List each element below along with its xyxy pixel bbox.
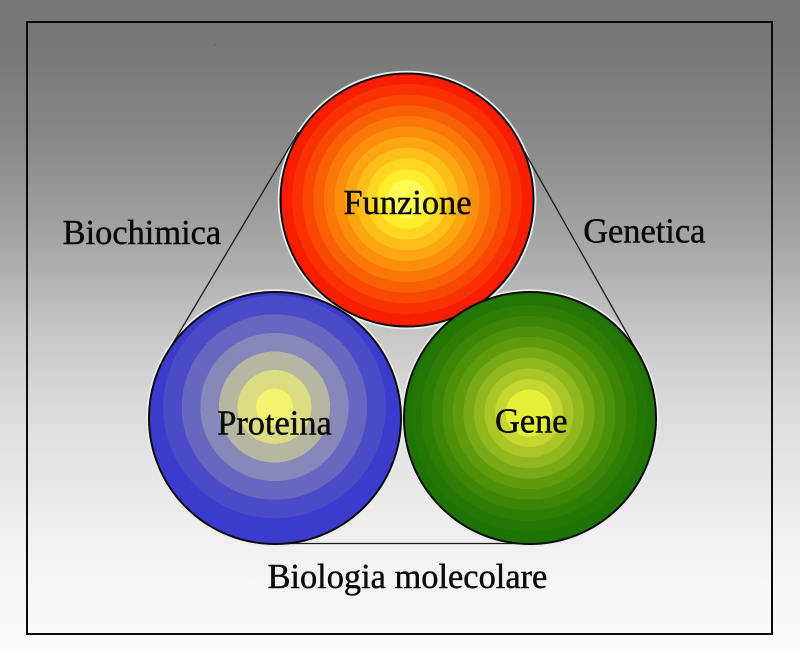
- svg-text:Funzione: Funzione: [344, 184, 472, 222]
- svg-text:Biochimica: Biochimica: [63, 214, 222, 252]
- svg-text:Genetica: Genetica: [583, 212, 705, 250]
- svg-text:Biologia molecolare: Biologia molecolare: [267, 558, 547, 596]
- svg-text:Proteina: Proteina: [217, 405, 332, 443]
- svg-text:Gene: Gene: [495, 403, 568, 441]
